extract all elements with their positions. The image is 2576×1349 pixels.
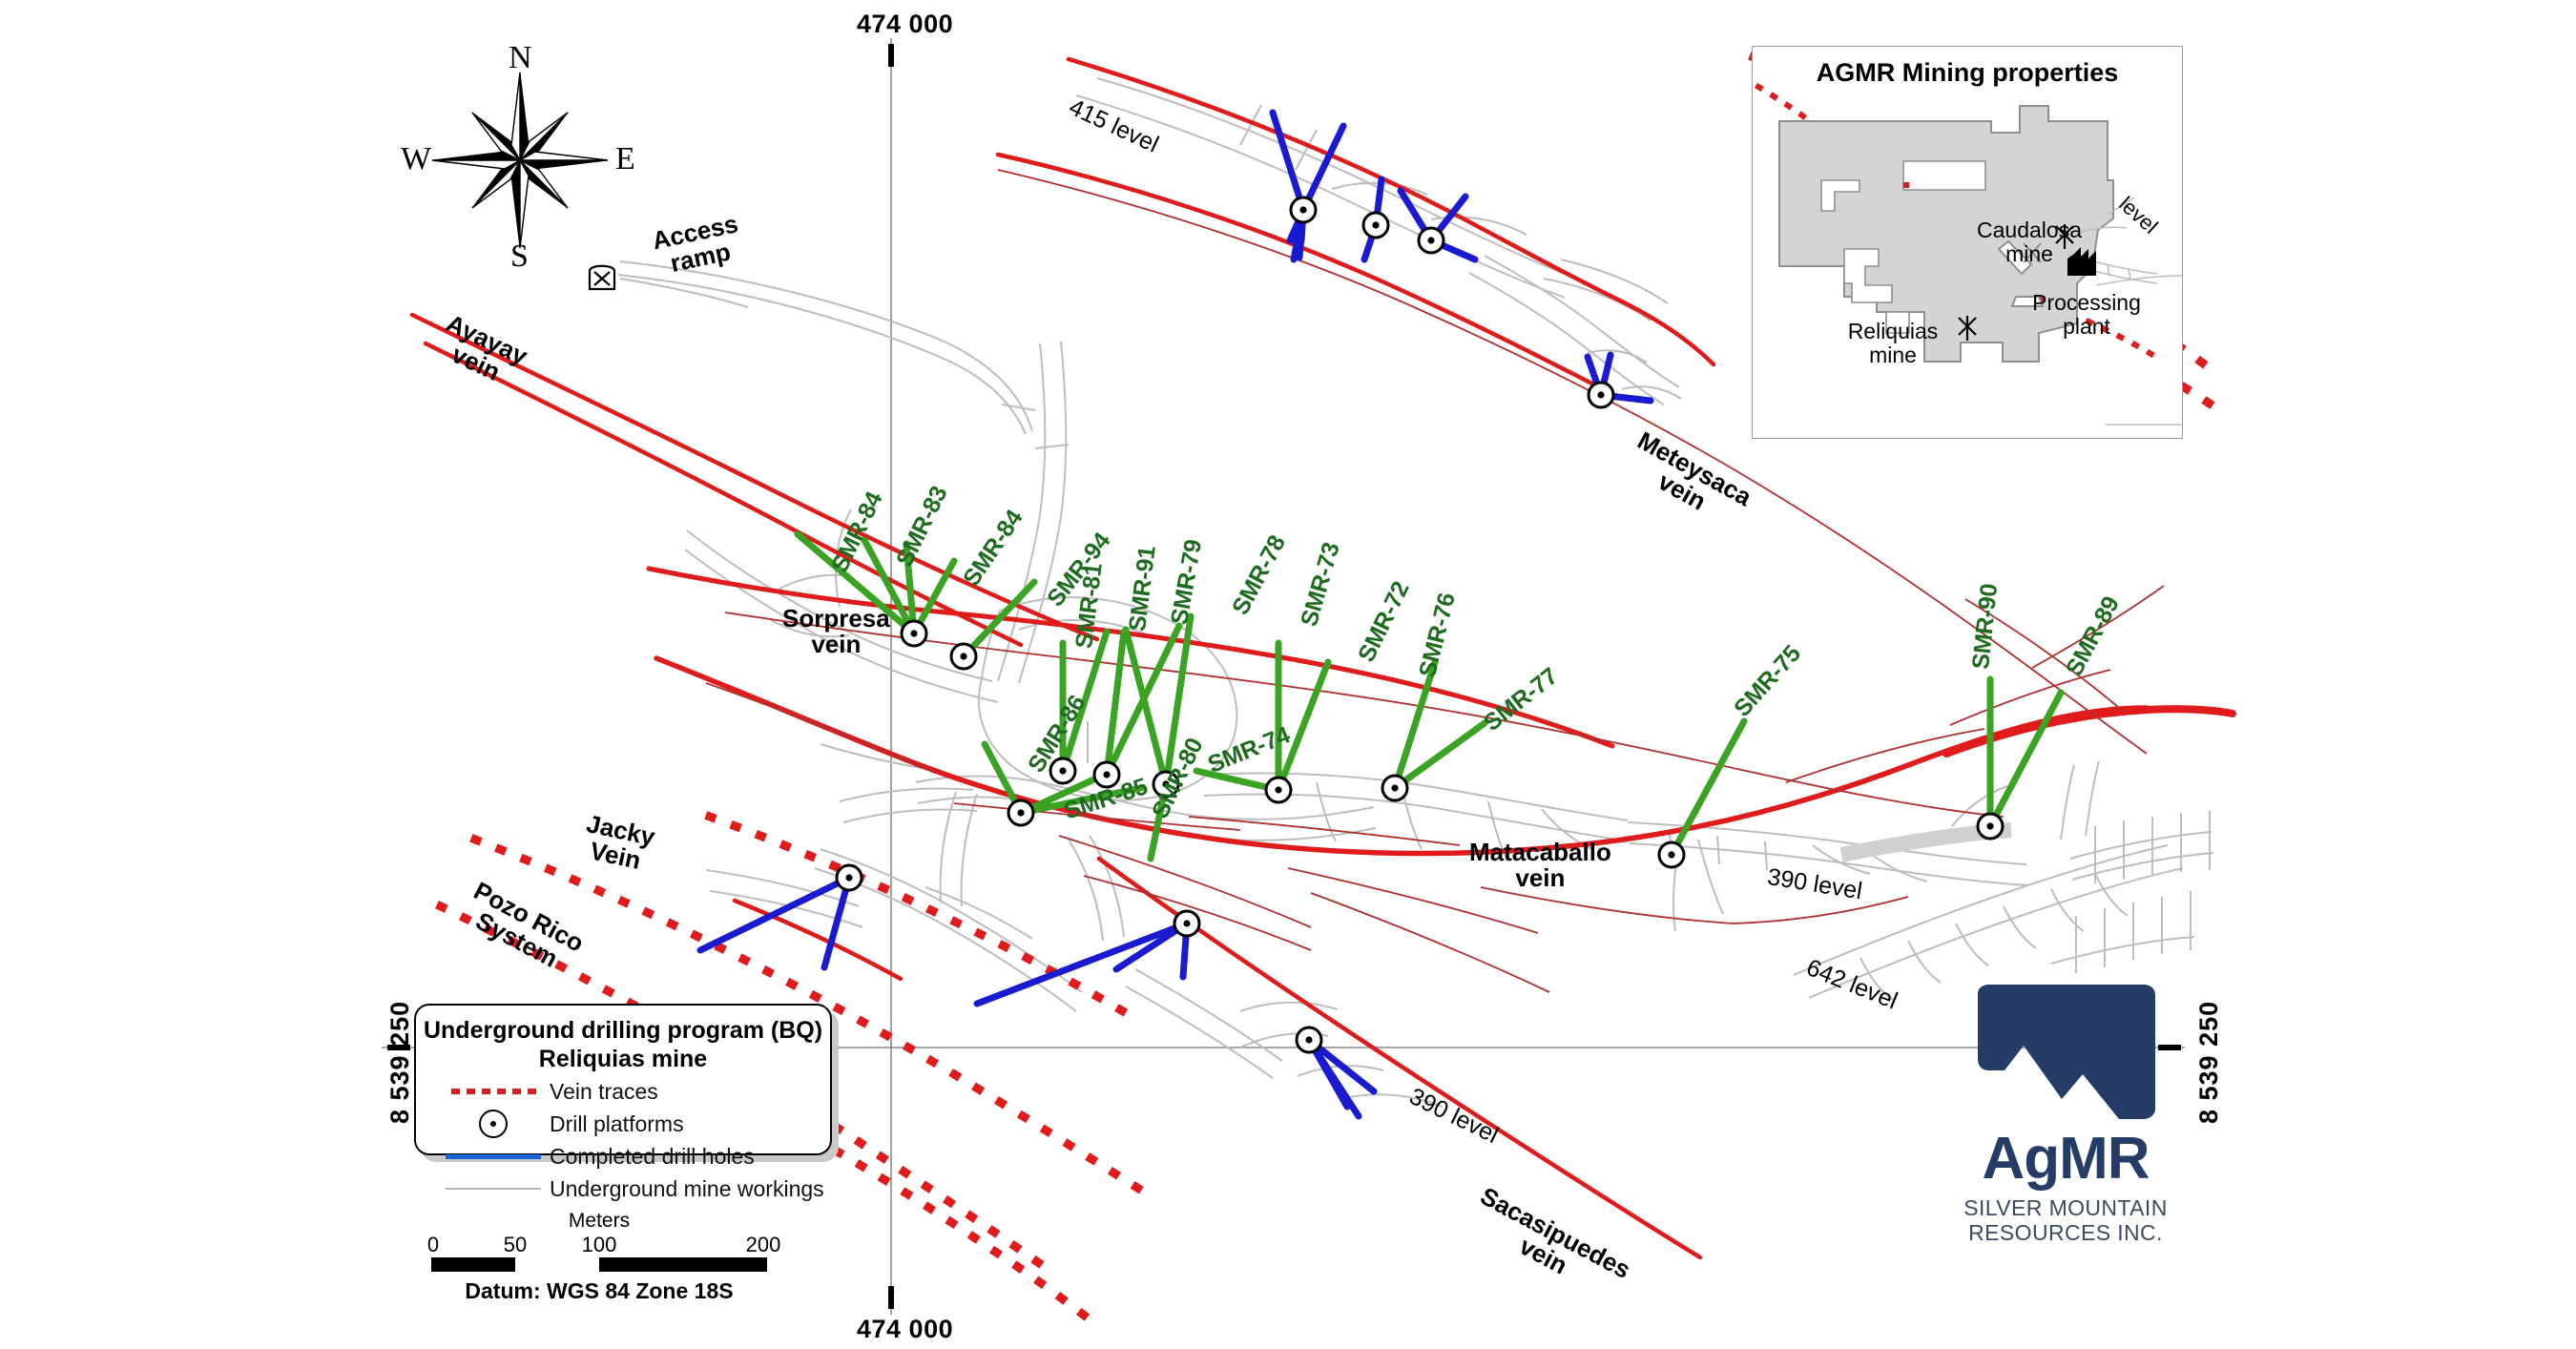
vein-label-line: vein <box>1515 863 1566 893</box>
solid-grey-line-icon <box>437 1188 550 1190</box>
mine-portal-icon <box>588 264 616 291</box>
datum-label: Datum: WGS 84 Zone 18S <box>465 1278 734 1303</box>
coord-northing-right: 8 539 250 <box>2194 1000 2223 1124</box>
scale-tick-labels: 0 50 100 200 <box>427 1233 780 1257</box>
coord-easting-bottom: 474 000 <box>857 1315 954 1343</box>
scale-bar-graphic <box>431 1257 767 1272</box>
vein-minor-lines <box>705 169 2165 993</box>
logo-tagline: SILVER MOUNTAIN RESOURCES INC. <box>1956 1195 2175 1246</box>
inset-map: AGMR Mining properties <box>1752 46 2183 439</box>
legend-item-completed-holes: Completed drill holes <box>416 1142 830 1171</box>
scale-tick-0: 0 <box>426 1233 440 1256</box>
dotted-red-line-icon <box>437 1089 550 1094</box>
legend-item-drill-platforms: Drill platforms <box>416 1110 830 1138</box>
grid-ticks <box>387 44 2181 1309</box>
legend-item-vein-traces: Vein traces <box>416 1077 830 1106</box>
inset-label-caudalosa-mine: Caudalosa mine <box>1977 218 2082 267</box>
logo-tagline-line2: RESOURCES INC. <box>1968 1219 2163 1245</box>
company-logo: AgMR SILVER MOUNTAIN RESOURCES INC. <box>1956 983 2175 1246</box>
legend-title-line1: Underground drilling program (BQ) <box>423 1017 823 1044</box>
compass-east-label: E <box>615 141 635 176</box>
compass-west-label: W <box>401 141 432 176</box>
scale-tick-200: 200 <box>745 1233 781 1256</box>
mountain-logo-icon <box>1977 985 2155 1119</box>
compass-rose <box>431 72 609 249</box>
legend-label-drill-platforms: Drill platforms <box>550 1110 684 1136</box>
inset-title: AGMR Mining properties <box>1816 58 2119 87</box>
legend-title-line2: Reliquias mine <box>538 1045 708 1072</box>
drill-holes-planned <box>794 530 2065 862</box>
coord-easting-top: 474 000 <box>857 10 954 38</box>
inset-vector-layer <box>1754 82 2182 425</box>
vein-label-line: vein <box>811 630 862 659</box>
scale-bar: Meters 0 50 100 200 Datum: WGS 84 Zone 1… <box>427 1210 780 1304</box>
circle-dot-icon <box>437 1110 550 1138</box>
logo-wordmark: AgMR <box>1982 1126 2150 1192</box>
inset-label-reliquias-mine: Reliquias mine <box>1847 319 1939 368</box>
scale-tick-50: 50 <box>503 1233 528 1256</box>
vein-label-line: Sorpresa <box>782 604 890 633</box>
logo-tagline-line1: SILVER MOUNTAIN <box>1963 1195 2168 1220</box>
coord-northing-left: 8 539 250 <box>385 1000 414 1124</box>
legend-label-completed-holes: Completed drill holes <box>550 1143 755 1169</box>
map-legend: Underground drilling program (BQ) Reliqu… <box>414 1004 832 1201</box>
compass-north-label: N <box>509 40 532 75</box>
legend-label-mine-workings: Underground mine workings <box>550 1175 824 1201</box>
drill-platforms <box>835 196 2005 1054</box>
vein-label-line: Matacaballo <box>1469 838 1611 866</box>
solid-blue-line-icon <box>437 1153 550 1159</box>
access-ramp-leader <box>619 278 749 308</box>
compass-south-label: S <box>510 239 529 274</box>
legend-item-mine-workings: Underground mine workings <box>416 1174 830 1203</box>
inset-label-processing-plant: Processing plant <box>2032 290 2141 340</box>
vein-major-lines <box>409 56 2236 1260</box>
legend-label-vein-traces: Vein traces <box>550 1078 658 1104</box>
legend-title: Underground drilling program (BQ) Reliqu… <box>416 1006 830 1073</box>
scale-units-label: Meters <box>568 1210 631 1232</box>
scale-tick-100: 100 <box>581 1233 617 1256</box>
